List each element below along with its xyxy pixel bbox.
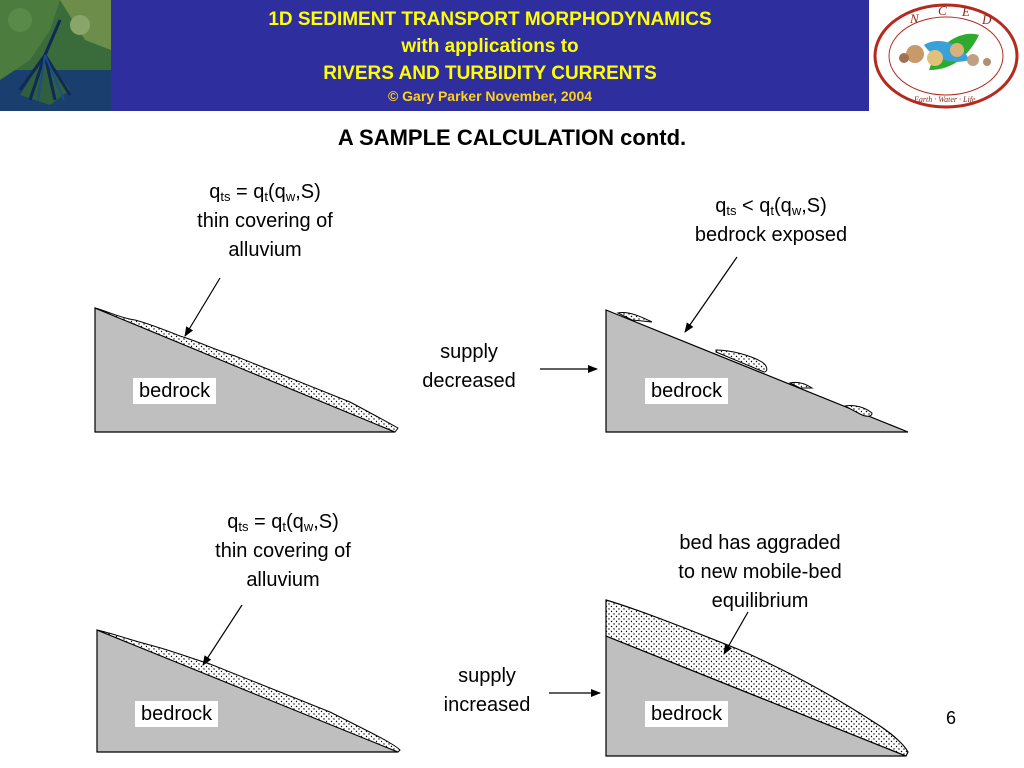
bottom-right-caption: bed has aggraded to new mobile-bed equil…	[640, 529, 880, 616]
bottom-right-line2: to new mobile-bed	[678, 561, 842, 583]
wedge-top-left	[94, 307, 399, 433]
bedrock-label-bottom-right: bedrock	[645, 701, 729, 727]
slide-header: 1D SEDIMENT TRANSPORT MORPHODYNAMICS wit…	[0, 0, 1024, 111]
header-title-line1: 1D SEDIMENT TRANSPORT MORPHODYNAMICS	[268, 9, 712, 30]
supply-increased-line2: increased	[443, 694, 531, 716]
wedge-bottom-left	[96, 629, 401, 753]
header-copyright: © Gary Parker November, 2004	[387, 88, 593, 104]
supply-decreased-label: supply decreased	[400, 338, 538, 396]
bedrock-label-top-left: bedrock	[133, 378, 217, 404]
top-left-line3: alluvium	[228, 239, 302, 261]
top-right-caption: qts < qt(qw,S) bedrock exposed	[656, 192, 886, 250]
wedge-top-right	[605, 309, 909, 433]
logo-ring-text: Earth · Water · Life	[913, 95, 976, 104]
bottom-left-line3: alluvium	[246, 569, 320, 591]
bedrock-label-top-right: bedrock	[645, 378, 729, 404]
nced-logo: N C E D Earth · Water · Life	[869, 0, 1024, 111]
bottom-left-equation: qts = qt(qw,S)	[227, 511, 339, 534]
logo-letter-e: E	[961, 4, 970, 19]
top-left-caption: qts = qt(qw,S) thin covering of alluvium	[150, 178, 380, 265]
header-band	[111, 0, 869, 111]
satellite-delta-image	[0, 0, 111, 111]
logo-letter-c: C	[938, 3, 947, 18]
pointer-bottom-left	[202, 604, 243, 666]
pointer-top-right	[684, 256, 738, 333]
bottom-right-line3: equilibrium	[711, 590, 809, 612]
bedrock-label-bottom-left: bedrock	[135, 701, 219, 727]
slide-number: 6	[946, 708, 957, 728]
top-right-equation: qts < qt(qw,S)	[715, 195, 827, 218]
pointer-top-left	[184, 277, 221, 337]
supply-increased-line1: supply	[458, 665, 516, 687]
bottom-left-line2: thin covering of	[215, 540, 351, 562]
pointer-bottom-right	[723, 611, 749, 655]
top-left-line2: thin covering of	[197, 210, 333, 232]
supply-decreased-line1: supply	[440, 341, 498, 363]
logo-letter-n: N	[909, 11, 920, 26]
header-title-line3: RIVERS AND TURBIDITY CURRENTS	[323, 63, 657, 84]
wedge-bottom-right	[605, 599, 909, 757]
supply-increased-label: supply increased	[418, 662, 556, 720]
top-left-equation: qts = qt(qw,S)	[209, 181, 321, 204]
header-title-line2: with applications to	[401, 36, 579, 57]
bottom-left-caption: qts = qt(qw,S) thin covering of alluvium	[168, 508, 398, 595]
slide-title: A SAMPLE CALCULATION contd.	[337, 125, 687, 150]
logo-letter-d: D	[981, 12, 992, 27]
bottom-right-line1: bed has aggraded	[679, 532, 841, 554]
supply-decreased-line2: decreased	[422, 370, 516, 392]
top-right-line2: bedrock exposed	[694, 224, 848, 246]
